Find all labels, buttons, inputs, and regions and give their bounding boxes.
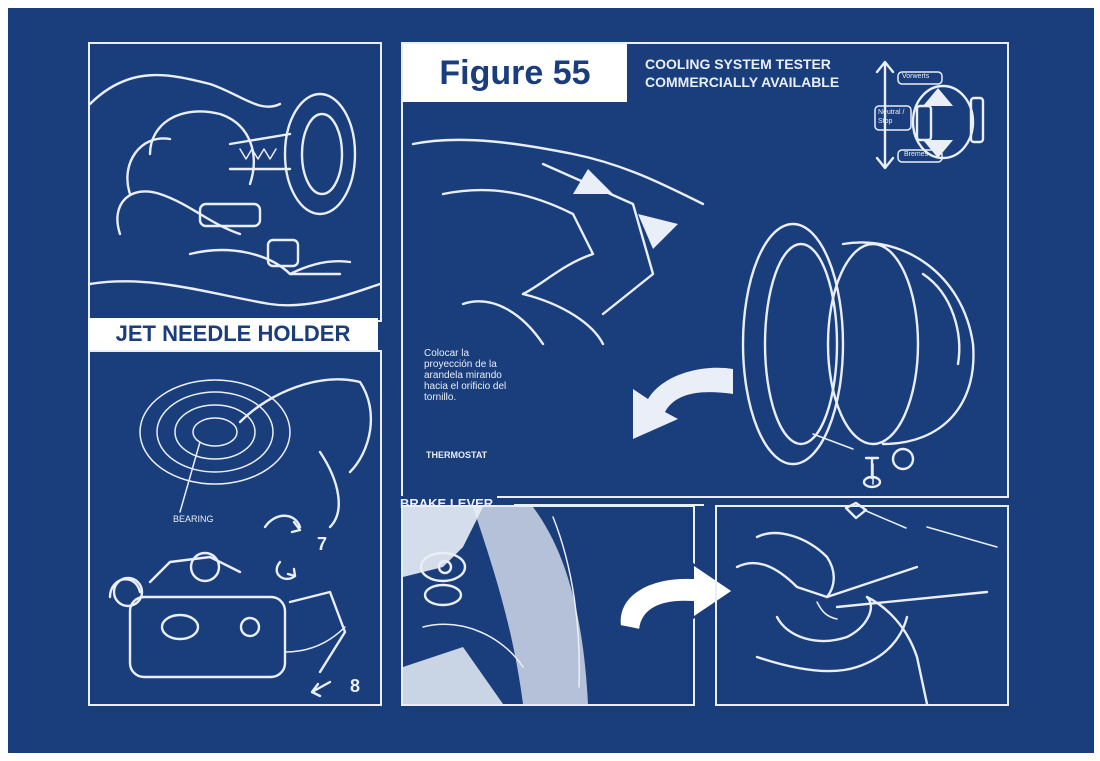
spanish-note-line-5: tornillo. — [424, 392, 457, 403]
tester-caption-line-2: COMMERCIALLY AVAILABLE — [645, 74, 840, 90]
spanish-note-line-1: Colocar la — [424, 348, 470, 359]
spanish-note-line-4: hacia el orificio del — [424, 381, 507, 392]
transition-arrow — [608, 556, 738, 636]
thermostat-label: THERMOSTAT — [426, 450, 488, 460]
direction-brake-label: Bremes — [904, 151, 929, 158]
brake-lever-photo-illustration — [403, 507, 588, 704]
spanish-note-line-2: proyección de la — [424, 359, 497, 370]
direction-badge-graphic — [874, 60, 985, 170]
screw-detail — [836, 448, 916, 538]
jet-needle-label: JET NEEDLE HOLDER — [88, 318, 378, 350]
direction-badge: Vorwerts Neutral / Stop Bremes — [873, 58, 985, 173]
cooling-tester-panel — [401, 42, 1009, 498]
jet-needle-panel — [88, 42, 382, 322]
tester-caption-line-1: COOLING SYSTEM TESTER — [645, 56, 831, 72]
step-number-8: 8 — [350, 676, 361, 696]
spanish-note-line-3: arandela mirando — [424, 370, 502, 381]
bearing-label: BEARING — [173, 514, 214, 524]
jet-needle-illustration — [90, 73, 380, 307]
direction-neutral-label: Neutral / Stop — [878, 108, 904, 126]
direction-forward-label: Vorwerts — [902, 73, 930, 80]
direction-neutral-line-2: Stop — [878, 118, 893, 125]
brake-lever-hand-illustration — [735, 526, 998, 704]
bearing-illustration — [108, 378, 373, 698]
spanish-note: Colocar la proyección de la arandela mir… — [424, 348, 506, 403]
figure-title: Figure 55 — [403, 44, 627, 102]
bearing-panel — [88, 350, 382, 706]
thermostat-illustration — [411, 138, 975, 485]
direction-neutral-line-1: Neutral / — [878, 109, 905, 116]
blueprint-board: JET NEEDLE HOLDER BEARING 7 8 — [8, 8, 1094, 753]
step-number-7: 7 — [317, 534, 328, 554]
curved-arrow-icon — [618, 562, 735, 632]
screw-icon — [844, 456, 907, 529]
